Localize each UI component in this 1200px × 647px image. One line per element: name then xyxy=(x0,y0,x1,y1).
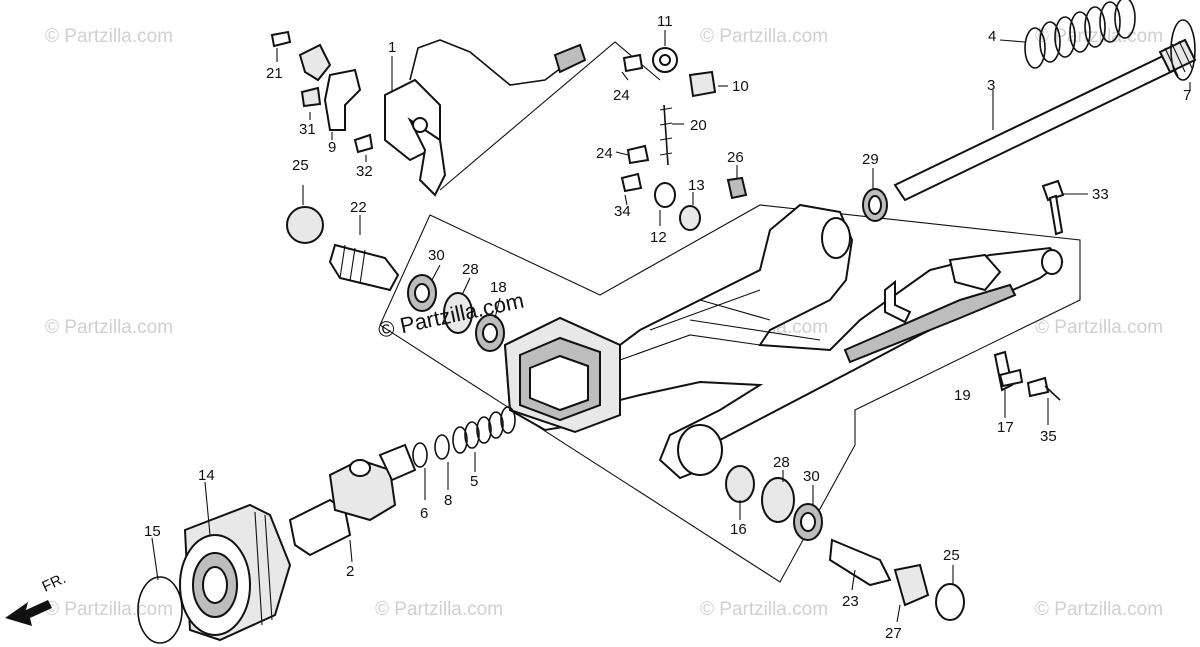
callout-28-right: 28 xyxy=(773,454,790,471)
callout-12: 12 xyxy=(650,229,667,246)
callout-20: 20 xyxy=(690,117,707,134)
sensor-assembly xyxy=(270,30,587,197)
snap-ring-7 xyxy=(1170,19,1196,81)
final-drive-housing xyxy=(137,503,292,644)
callout-14: 14 xyxy=(198,467,215,484)
callout-25-left: 25 xyxy=(292,157,309,174)
watermark-text: © Partzilla.com xyxy=(375,599,503,620)
pivot-hardware-upper xyxy=(620,47,748,231)
pivot-bearings-left xyxy=(286,206,505,352)
callout-25-right: 25 xyxy=(943,547,960,564)
callout-labels: 1 2 3 4 5 6 7 8 9 10 11 12 13 14 15 16 1… xyxy=(144,13,1191,642)
callout-28-left: 28 xyxy=(462,261,479,278)
callout-3: 3 xyxy=(987,77,995,94)
callout-31: 31 xyxy=(299,121,316,138)
drive-shaft xyxy=(893,38,1197,202)
watermark-text: © Partzilla.com xyxy=(700,599,828,620)
callout-6: 6 xyxy=(420,505,428,522)
watermark-text: © Partzilla.com xyxy=(1035,599,1163,620)
watermark-text: © Partzilla.com xyxy=(700,26,828,47)
callout-21: 21 xyxy=(266,65,283,82)
callout-23: 23 xyxy=(842,593,859,610)
watermark-text: © Partzilla.com xyxy=(45,26,173,47)
callout-22: 22 xyxy=(350,199,367,216)
callout-10: 10 xyxy=(732,78,749,95)
callout-16: 16 xyxy=(730,521,747,538)
leader-lines xyxy=(151,30,1191,623)
watermark-text: © Partzilla.com xyxy=(45,317,173,338)
callout-30-right: 30 xyxy=(803,468,820,485)
callout-11: 11 xyxy=(657,13,673,30)
callout-19: 19 xyxy=(954,387,971,404)
callout-5: 5 xyxy=(470,473,478,490)
callout-24-upper: 24 xyxy=(613,87,630,104)
swingarm-frame xyxy=(503,203,1064,480)
callout-33: 33 xyxy=(1092,186,1109,203)
bolt-33 xyxy=(1041,179,1065,236)
callout-1: 1 xyxy=(388,39,396,56)
watermark-text: © Partzilla.com xyxy=(45,599,173,620)
callout-35: 35 xyxy=(1040,428,1057,445)
callout-9: 9 xyxy=(328,139,336,156)
callout-24-lower: 24 xyxy=(596,145,613,162)
callout-15: 15 xyxy=(144,523,161,540)
watermark-text: © Partzilla.com xyxy=(1035,26,1163,47)
callout-4: 4 xyxy=(988,28,996,45)
front-direction-label: FR. xyxy=(40,570,69,596)
callout-27: 27 xyxy=(885,625,902,642)
lower-right-hardware xyxy=(993,350,1061,401)
callout-30-left: 30 xyxy=(428,247,445,264)
callout-7: 7 xyxy=(1183,87,1191,104)
watermark-text: © Partzilla.com xyxy=(1035,317,1163,338)
callout-32: 32 xyxy=(356,163,373,180)
callout-8: 8 xyxy=(444,492,452,509)
callout-18: 18 xyxy=(490,279,507,296)
callout-2: 2 xyxy=(346,563,354,580)
callout-34: 34 xyxy=(614,203,631,220)
callout-17: 17 xyxy=(997,419,1014,436)
spring-4 xyxy=(1024,0,1136,69)
callout-26: 26 xyxy=(727,149,744,166)
oil-seal-29 xyxy=(862,188,888,222)
pivot-bearings-right xyxy=(725,465,965,621)
callout-29: 29 xyxy=(862,151,879,168)
universal-joint-group xyxy=(288,406,516,557)
callout-13: 13 xyxy=(688,177,705,194)
